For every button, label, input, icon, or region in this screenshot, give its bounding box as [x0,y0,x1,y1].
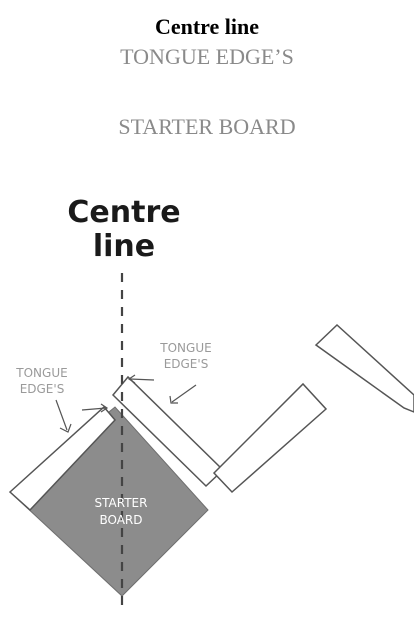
board-third [212,382,328,494]
tongue-edge-left-label-line1: TONGUE [15,366,67,380]
page-subtitle-tongue-edges: TONGUE EDGE’S [120,44,294,69]
tongue-edge-left-label-line2: EDGE'S [20,382,65,396]
arrow-left-tongue [55,399,109,433]
board-fourth [314,323,414,413]
centre-line-label-line1: Centre [67,195,180,230]
tongue-edge-right-label-line2: EDGE'S [164,357,209,371]
starter-board [8,405,209,597]
starter-board-label-line2: BOARD [99,513,142,527]
arrow-right-tongue [127,374,197,404]
starter-board-label-line1: STARTER [95,496,148,510]
tongue-edge-right-label-line1: TONGUE [159,341,211,355]
page-subtitle-starter-board: STARTER BOARD [118,114,296,139]
page-title: Centre line [154,14,260,39]
centre-line-label-line2: line [93,229,155,264]
starter-board-tongue-strip [8,405,117,512]
